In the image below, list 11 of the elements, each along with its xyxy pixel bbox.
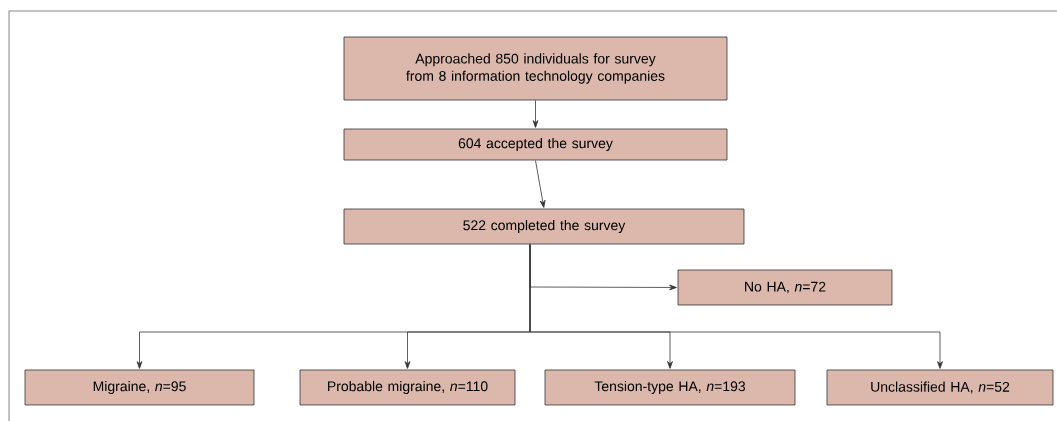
arrow [529,244,943,369]
process-box: Probable migraine, n=110 [299,369,516,406]
process-box: 604 accepted the survey [343,128,728,161]
process-box: Unclassified HA, n=52 [826,369,1054,406]
process-box: Approached 850 individuals for survey from 8 information technology companies [343,36,728,101]
arrow [532,100,539,128]
process-box: No HA, n=72 [677,269,893,306]
arrow [535,160,546,208]
process-box: Migraine, n=95 [24,369,255,406]
process-box: 522 completed the survey [343,208,745,245]
process-box: Tension-type HA, n=193 [544,369,796,406]
